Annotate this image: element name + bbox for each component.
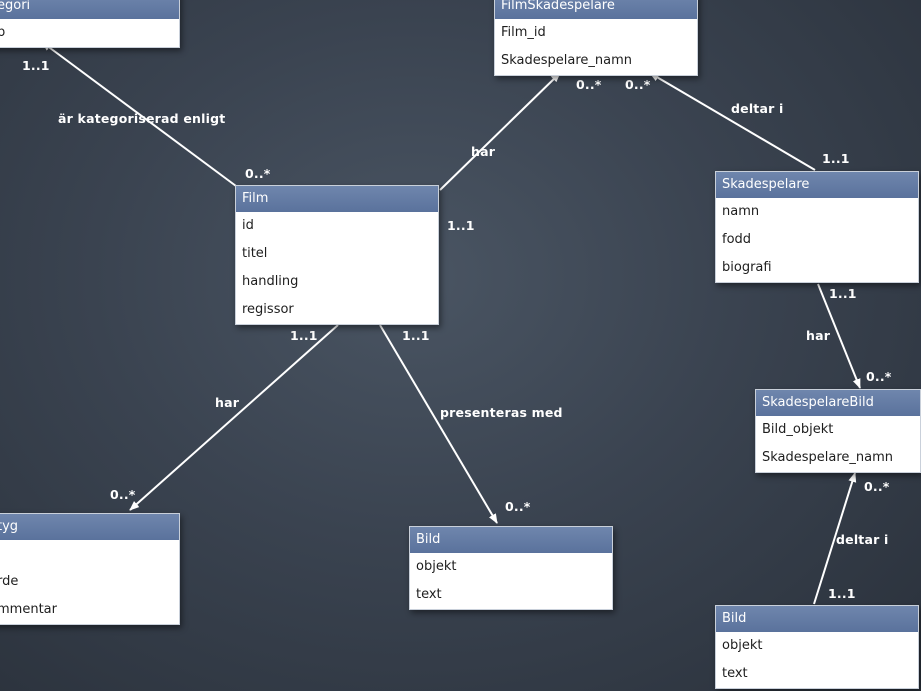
entity-film[interactable]: Film id titel handling regissor [235,185,439,325]
entity-bild-film-attribute: text [416,587,442,602]
entity-skadespelare-attribute: namn [722,204,760,219]
line-film-betyg [129,324,339,511]
relation-label-film-bild: presenteras med [440,405,563,420]
entity-filmskadespelare-attribute: Film_id [501,25,546,40]
multiplicity-film-bild-target: 0..* [505,499,531,514]
entity-betyg-attribute: rde [0,574,19,589]
entity-bild-skadespelare[interactable]: Bild objekt text [715,605,919,689]
multiplicity-film-filmskadespelare-source: 1..1 [447,218,475,233]
multiplicity-skadespelare-filmskadespelare-target: 0..* [625,77,651,92]
entity-filmskadespelare-title: FilmSkadespelare [495,0,697,19]
entity-kategori[interactable]: egori p [0,0,180,48]
relation-label-film-filmskadespelare: har [471,144,496,159]
multiplicity-film-betyg-source: 1..1 [290,328,318,343]
entity-film-attribute: id [242,218,254,233]
entity-skadespelarebild-attribute: Bild_objekt [762,422,834,437]
multiplicity-film-filmskadespelare-target: 0..* [576,77,602,92]
line-film-kategori [41,41,237,187]
entity-bild-skadespelare-attribute: text [722,666,748,681]
entity-kategori-title: egori [0,0,179,19]
multiplicity-film-betyg-target: 0..* [110,487,136,502]
relation-label-film-betyg: har [215,395,240,410]
entity-bild-film-title: Bild [410,527,612,553]
multiplicity-film-kategori-target: 1..1 [22,58,50,73]
entity-betyg-attribute [0,540,179,568]
relation-label-film-kategori: är kategoriserad enligt [58,111,226,126]
entity-betyg[interactable]: tyg rde mmentar [0,513,180,625]
entity-betyg-attribute: mmentar [0,602,57,617]
relation-label-skadespelare-skadespelarebild: har [806,328,831,343]
entity-bild-skadespelare-attribute: objekt [722,638,763,653]
entity-skadespelare-title: Skadespelare [716,172,918,198]
line-skadespelare-filmskadespelare [649,72,816,171]
entity-bild-film-attribute: objekt [416,559,457,574]
entity-betyg-title: tyg [0,514,179,540]
entity-skadespelarebild-title: SkadespelareBild [756,390,920,416]
entity-film-attribute: handling [242,274,299,289]
multiplicity-skadespelare-skadespelarebild-source: 1..1 [829,286,857,301]
multiplicity-skadespelare-filmskadespelare-source: 1..1 [822,151,850,166]
line-bild-skadespelarebild [813,472,857,605]
entity-skadespelare-attribute: fodd [722,232,752,247]
entity-skadespelarebild-attribute: Skadespelare_namn [762,450,894,465]
multiplicity-bild-skadespelarebild-source: 1..1 [828,586,856,601]
multiplicity-bild-skadespelarebild-target: 0..* [864,479,890,494]
line-film-filmskadespelare [439,72,561,191]
entity-film-attribute: regissor [242,302,294,317]
line-film-bild [379,324,498,524]
entity-skadespelarebild[interactable]: SkadespelareBild Bild_objekt Skadespelar… [755,389,921,473]
entity-film-title: Film [236,186,438,212]
entity-skadespelare[interactable]: Skadespelare namn fodd biografi [715,171,919,283]
entity-filmskadespelare[interactable]: FilmSkadespelare Film_id Skadespelare_na… [494,0,698,76]
relation-label-bild-skadespelarebild: deltar i [836,532,889,547]
entity-skadespelare-attribute: biografi [722,260,772,275]
multiplicity-film-kategori-source: 0..* [245,166,271,181]
multiplicity-film-bild-source: 1..1 [402,328,430,343]
multiplicity-skadespelare-skadespelarebild-target: 0..* [866,369,892,384]
entity-kategori-attribute: p [0,25,6,40]
entity-film-attribute: titel [242,246,268,261]
entity-bild-skadespelare-title: Bild [716,606,918,632]
line-skadespelare-skadespelarebild [817,283,861,389]
entity-bild-film[interactable]: Bild objekt text [409,526,613,610]
relation-label-skadespelare-filmskadespelare: deltar i [731,101,784,116]
entity-filmskadespelare-attribute: Skadespelare_namn [501,53,633,68]
